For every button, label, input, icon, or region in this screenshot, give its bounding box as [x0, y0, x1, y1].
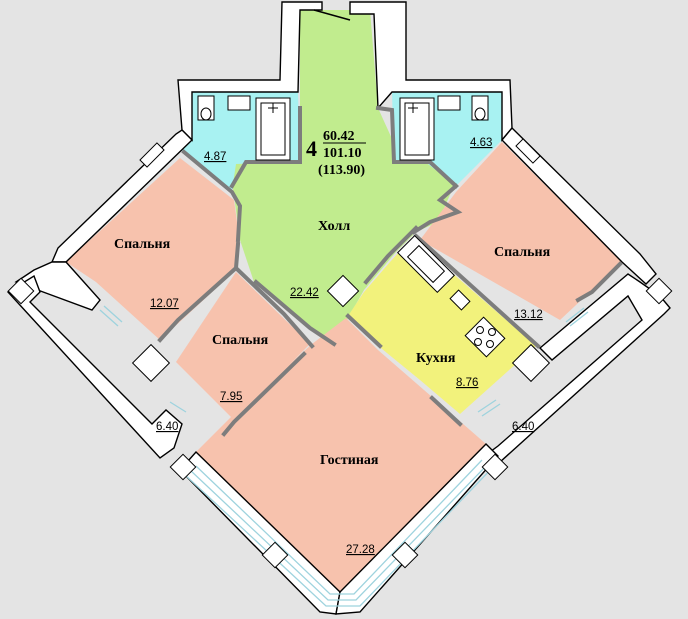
- balcony-left-frame: [6, 274, 183, 459]
- living-room-name: Гостиная: [320, 453, 379, 468]
- bedroom-right-room: [420, 142, 622, 320]
- wall-top-right: [349, 1, 513, 142]
- kitchen-area: 8.76: [456, 377, 478, 389]
- bedroom-middle-area: 7.95: [220, 391, 242, 403]
- labels: 4 60.42 101.10 (113.90) Холл 22.42 4.87 …: [114, 129, 551, 556]
- kitchen-sink: [449, 289, 471, 311]
- partition-bedrooms-left: [157, 241, 241, 343]
- hall-room: [230, 10, 460, 346]
- columns: [7, 138, 673, 569]
- wall-west: [14, 261, 101, 311]
- rooms-count: 4: [306, 136, 317, 161]
- partition-hall-living: [253, 279, 337, 347]
- partition-middle-bedroom: [235, 267, 315, 349]
- partition-bath-right: [375, 105, 459, 189]
- wall-top-left: [177, 1, 323, 142]
- kitchen-stove: [464, 316, 506, 358]
- fixtures: [197, 95, 506, 358]
- kitchen-name: Кухня: [416, 351, 456, 366]
- bedroom-right-area: 13.12: [514, 309, 543, 321]
- partition-middle-living: [221, 351, 307, 437]
- bathroom-right-area: 4.63: [470, 137, 492, 149]
- living-room-area: 27.28: [346, 544, 375, 556]
- total-with-balconies: (113.90): [318, 163, 365, 178]
- entrance-door: [313, 9, 351, 21]
- bedroom-right-name: Спальня: [494, 245, 551, 260]
- bedroom-left-room: [66, 158, 240, 340]
- partition-right-bedroom: [411, 183, 463, 235]
- partition-kitchen-living: [345, 313, 383, 349]
- bathroom-left-area: 4.87: [204, 151, 226, 163]
- balcony-right-area: 6.40: [512, 421, 534, 433]
- hall-name: Холл: [318, 219, 350, 234]
- total-area: 101.10: [323, 146, 362, 161]
- bedroom-left-area: 12.07: [150, 298, 179, 310]
- partition-kitchen-bedroom: [413, 233, 541, 349]
- partition-bath-left: [229, 106, 302, 189]
- balcony-left-area: 6.40: [156, 421, 178, 433]
- bedroom-middle-name: Спальня: [212, 333, 269, 348]
- sink-left: [227, 95, 251, 111]
- partition-hall-bath-left: [181, 149, 243, 243]
- kitchen-room: [348, 238, 536, 414]
- partition-kitchen-hall: [363, 225, 419, 285]
- bedroom-left-name: Спальня: [114, 237, 171, 252]
- windows: [99, 305, 589, 607]
- sink-right: [437, 95, 461, 111]
- living-area: 60.42: [323, 129, 355, 144]
- hall-area: 22.42: [290, 287, 319, 299]
- outer-walls: [6, 1, 671, 615]
- bedroom-middle-room: [176, 272, 310, 420]
- partition-right-bedroom-wall: [575, 261, 623, 303]
- wall-north-east: [501, 126, 657, 285]
- partitions: [157, 105, 623, 437]
- partition-kitchen-bottom: [429, 395, 463, 427]
